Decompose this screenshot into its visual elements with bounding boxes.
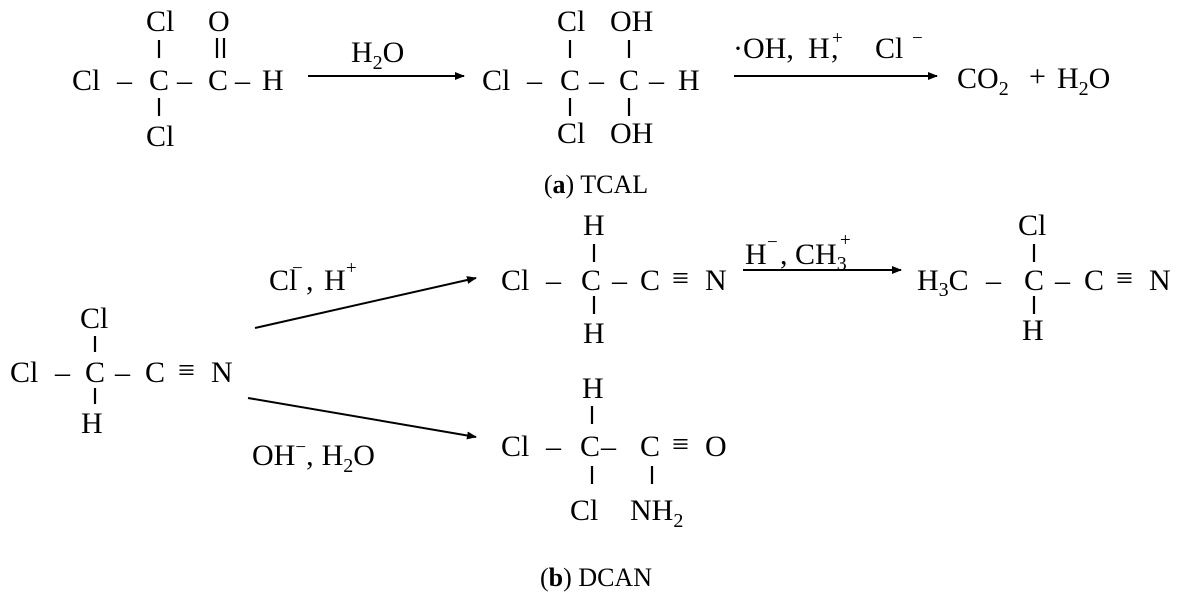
atom-h-top: H <box>583 209 605 242</box>
atom-cl-left: Cl <box>482 64 510 97</box>
atom-oh-top: OH <box>610 5 653 38</box>
atom-c2: C <box>1084 264 1104 297</box>
product-carbon-dioxide: CO2 <box>957 62 1009 100</box>
bond-triple: ≡ <box>672 428 689 461</box>
bond-dash: – <box>116 64 133 97</box>
panel-a-caption: (a) TCAL <box>544 170 648 199</box>
chloropropionitrile-molecule: Cl H3C – C – C ≡ N H <box>917 209 1171 347</box>
atom-c1: C <box>1024 264 1044 297</box>
atom-c1: C <box>581 264 601 297</box>
atom-cl-top: Cl <box>1018 209 1046 242</box>
charge-plus: + <box>840 230 851 251</box>
separator-comma: , <box>831 32 839 65</box>
atom-cl-left: Cl <box>72 64 100 97</box>
reagent-proton: H <box>808 32 830 65</box>
atom-h-bottom: H <box>583 317 605 350</box>
atom-cl: Cl <box>501 264 529 297</box>
reagent-methyl-cation: CH3 <box>795 238 847 275</box>
atom-c2: C <box>640 430 660 463</box>
atom-h: H <box>262 64 284 97</box>
atom-cl: Cl <box>501 430 529 463</box>
bond-dash: – <box>611 264 628 297</box>
plus-sign: + <box>1029 60 1046 93</box>
separator-comma: , <box>780 238 788 271</box>
atom-c1: C <box>560 64 580 97</box>
charge-minus: − <box>292 258 303 279</box>
atom-h-bottom: H <box>1022 314 1044 347</box>
bond-triple: ≡ <box>178 354 195 387</box>
reaction-arrow <box>254 276 477 329</box>
lower-pathway-arrow: OH−,H2O <box>247 397 477 477</box>
atom-h: H <box>678 64 700 97</box>
atom-o: O <box>208 5 230 38</box>
bond-dash: – <box>526 64 543 97</box>
atom-n: N <box>211 356 233 389</box>
bond-dash: – <box>114 356 131 389</box>
hydration-arrow: H2O <box>308 36 465 80</box>
atom-n: N <box>705 264 727 297</box>
tcal-reactant-molecule: Cl O Cl – C – C – H Cl <box>72 5 284 153</box>
reaction-arrow <box>247 397 477 440</box>
atom-cl-bottom: Cl <box>557 117 585 150</box>
atom-c1: C <box>580 430 600 463</box>
atom-c2: C <box>619 64 639 97</box>
bond-dash: – <box>588 64 605 97</box>
atom-cl-bottom: Cl <box>146 120 174 153</box>
bond-dash: – <box>985 264 1002 297</box>
reagent-water-label: H2O <box>351 36 404 74</box>
charge-plus: + <box>832 28 843 49</box>
bond-dash: – <box>1054 264 1071 297</box>
dcan-reactant-molecule: Cl Cl – C – C ≡ N H <box>10 302 233 440</box>
methyl-group: H3C <box>917 264 969 301</box>
bond-dash: – <box>545 430 562 463</box>
atom-cl-left: Cl <box>10 356 38 389</box>
reagent-chloride: Cl <box>269 264 297 297</box>
atom-cl-top: Cl <box>146 5 174 38</box>
reagent-proton: H <box>324 264 346 297</box>
atom-c1: C <box>149 64 169 97</box>
panel-b-dcan: Cl Cl – C – C ≡ N H Cl − , H + H Cl – <box>10 209 1171 592</box>
methylation-arrow: H − , CH3 + <box>743 230 902 275</box>
chloroacetonitrile-molecule: H Cl – C – C ≡ N H <box>501 209 727 350</box>
bond-dash: – <box>648 64 665 97</box>
oxidation-arrow: ·OH, H + , Cl − <box>733 28 938 80</box>
bond-triple: ≡ <box>672 262 689 295</box>
bond-dash: – <box>600 430 617 463</box>
atom-c2: C <box>145 356 165 389</box>
product-water: H2O <box>1057 62 1110 100</box>
charge-plus: + <box>346 258 357 279</box>
atom-c2: C <box>208 64 228 97</box>
mineralization-products: CO2 + H2O <box>957 60 1110 100</box>
atom-h-bottom: H <box>81 407 103 440</box>
amino-group: NH2 <box>630 494 683 532</box>
separator-comma: , <box>306 264 314 297</box>
upper-pathway-arrow: Cl − , H + <box>254 258 477 329</box>
bond-dash: – <box>176 64 193 97</box>
panel-a-tcal: Cl O Cl – C – C – H Cl H2O Cl OH <box>72 5 1110 199</box>
bond-dash: – <box>545 264 562 297</box>
bond-dash: – <box>54 356 71 389</box>
panel-b-caption: (b) DCAN <box>540 563 652 592</box>
atom-n: N <box>1149 264 1171 297</box>
atom-cl-bottom: Cl <box>570 494 598 527</box>
atom-h-top: H <box>582 372 604 405</box>
atom-c1: C <box>85 356 105 389</box>
charge-minus: − <box>767 232 778 253</box>
atom-cl-top: Cl <box>557 5 585 38</box>
reagent-hydride: H <box>745 238 767 271</box>
atom-c2: C <box>640 264 660 297</box>
charge-minus: − <box>912 28 923 49</box>
atom-oh-bottom: OH <box>610 117 653 150</box>
bond-dash: – <box>234 64 251 97</box>
reagent-chloride: Cl <box>875 32 903 65</box>
reagent-hydroxide-water: OH−,H2O <box>252 437 375 477</box>
atom-o: O <box>705 430 727 463</box>
chloral-hydrate-molecule: Cl OH Cl – C – C – H Cl OH <box>482 5 700 150</box>
dichloroacetamide-molecule: H Cl – C – C ≡ O Cl NH2 <box>501 372 727 532</box>
bond-triple: ≡ <box>1116 262 1133 295</box>
reagent-hydroxyl-radical: ·OH, <box>733 32 794 65</box>
atom-cl-top: Cl <box>80 302 108 335</box>
